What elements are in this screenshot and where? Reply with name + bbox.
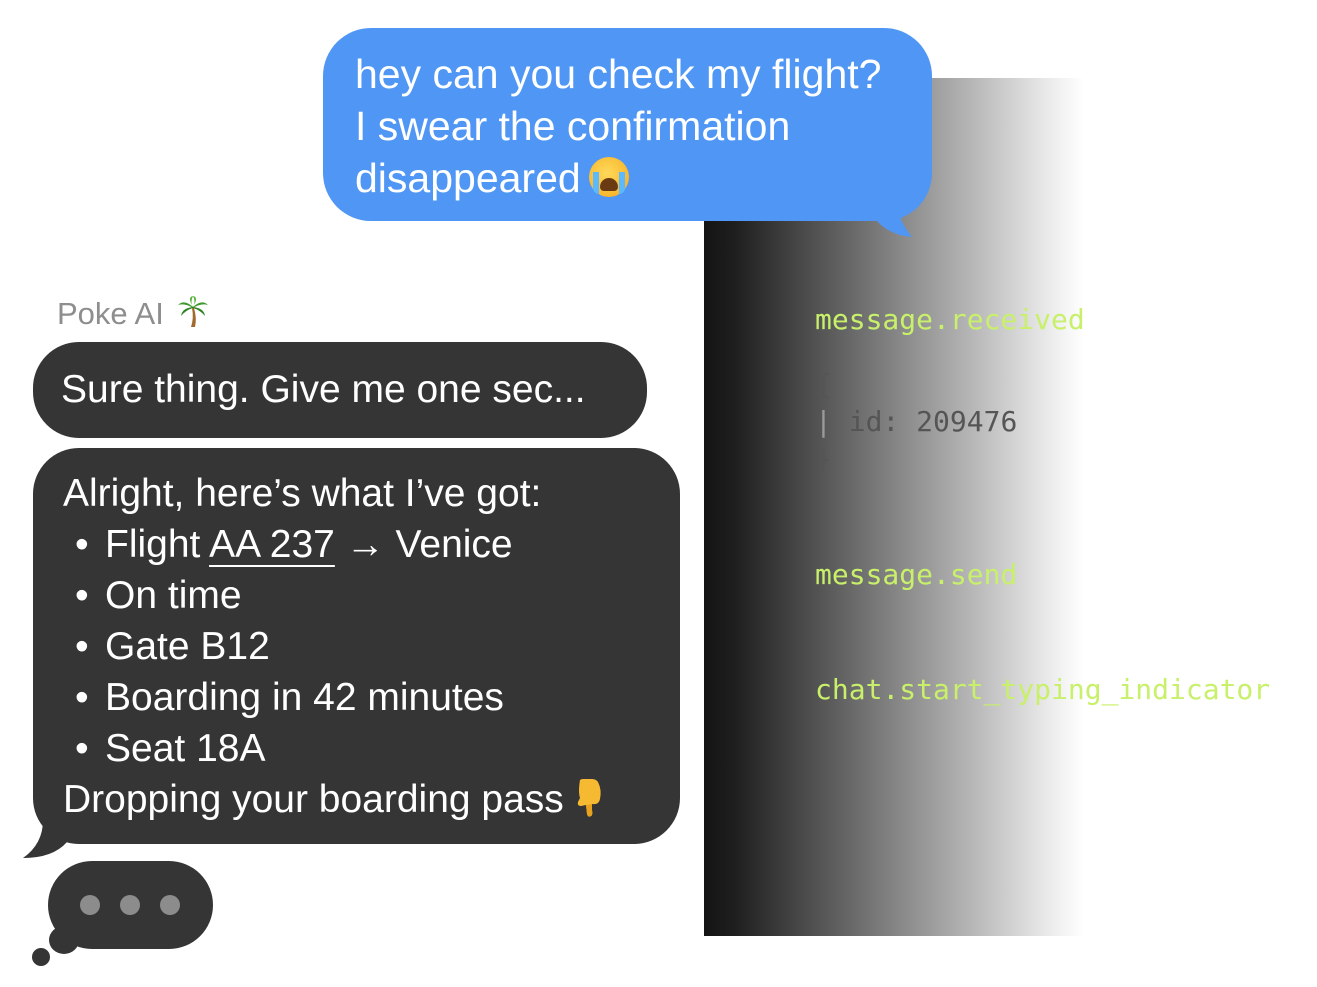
- user-message-line-3-text: disappeared: [355, 155, 581, 201]
- user-message-line-2: I swear the confirmation: [355, 103, 791, 149]
- flight-intro: Alright, here’s what I’ve got:: [63, 472, 542, 515]
- palm-tree-icon: [178, 296, 209, 327]
- loudly-crying-face-icon: [588, 157, 629, 197]
- sender-name: Poke AI: [57, 296, 164, 331]
- sender-label: Poke AI: [57, 296, 209, 332]
- typing-dot-icon: [160, 895, 180, 915]
- user-message-line-1: hey can you check my flight?: [355, 51, 882, 97]
- list-item: • Gate B12: [63, 621, 680, 672]
- event-start-typing-indicator: chat.start_typing_indicator: [815, 673, 1271, 706]
- bullet-icon: •: [75, 574, 89, 617]
- assistant-message-bubble-2[interactable]: Alright, here’s what I’ve got: • Flight A…: [23, 448, 680, 858]
- boarding-pass-note: Dropping your boarding pass: [63, 774, 680, 825]
- user-message-line-3: disappeared: [355, 152, 912, 204]
- bullet-icon: •: [75, 676, 89, 719]
- boarding-pass-note-text: Dropping your boarding pass: [63, 778, 564, 821]
- flight-status: On time: [105, 574, 242, 617]
- pointing-down-hand-icon: [577, 779, 601, 817]
- flight-gate: Gate B12: [105, 625, 270, 668]
- assistant-message-bubble-1[interactable]: Sure thing. Give me one sec...: [33, 342, 647, 438]
- arrow-right-icon: →: [345, 523, 385, 566]
- typing-dot-icon: [80, 895, 100, 915]
- assistant-message-1-text: Sure thing. Give me one sec...: [61, 368, 586, 411]
- json-id-key: id:: [848, 405, 900, 438]
- user-message-bubble[interactable]: hey can you check my flight? I swear the…: [323, 28, 932, 237]
- json-open-brace: {: [815, 368, 832, 401]
- flight-prefix: Flight: [105, 523, 201, 566]
- json-id-value: 209476: [916, 405, 1018, 438]
- flight-destination: Venice: [395, 523, 513, 566]
- user-bubble-tail-icon: [872, 199, 912, 237]
- bullet-icon: •: [75, 523, 89, 566]
- event-message-received: message.received: [815, 303, 1085, 336]
- typing-dot-icon: [120, 895, 140, 915]
- boarding-time: Boarding in 42 minutes: [105, 676, 504, 719]
- flight-number-link[interactable]: AA 237: [209, 523, 335, 566]
- json-pipe: |: [815, 405, 832, 438]
- list-item: • On time: [63, 570, 680, 621]
- json-id-row: | id: 209476: [815, 408, 1017, 436]
- seat-number: Seat 18A: [105, 727, 266, 770]
- list-item: • Seat 18A: [63, 723, 680, 774]
- assistant-bubble-tail-icon: [23, 820, 67, 858]
- event-message-send: message.send: [815, 558, 1018, 591]
- event-log-panel: [704, 78, 1317, 936]
- bullet-icon: •: [75, 727, 89, 770]
- bullet-icon: •: [75, 625, 89, 668]
- typing-tail-bubble-icon: [49, 926, 79, 954]
- typing-tail-dot-icon: [32, 948, 50, 966]
- json-close-brace: }: [815, 442, 832, 475]
- list-item: • Boarding in 42 minutes: [63, 672, 680, 723]
- list-item-flight: • Flight AA 237 → Venice: [63, 519, 680, 570]
